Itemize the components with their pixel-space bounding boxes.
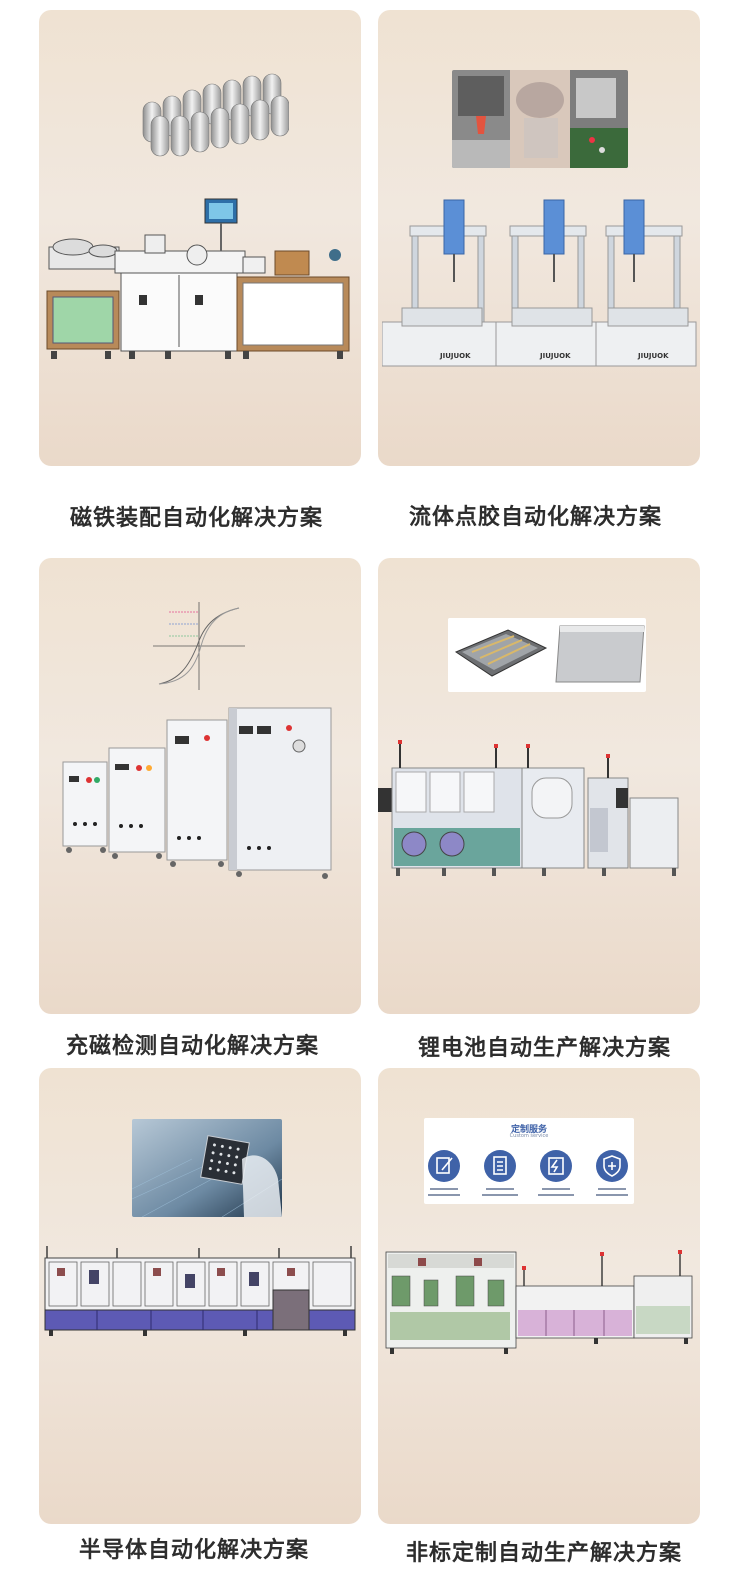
magnet-assembly-machine-image (45, 195, 351, 367)
service-title: 定制服务 (510, 1125, 547, 1135)
solution-card-custom-production[interactable]: 定制服务 Custom service (378, 1068, 700, 1524)
solution-title: 磁铁装配自动化解决方案 (70, 506, 324, 531)
solution-card-semiconductor[interactable] (39, 1068, 361, 1524)
battery-production-line-image (378, 738, 682, 888)
solution-title: 充磁检测自动化解决方案 (66, 1034, 320, 1059)
solution-card-lithium-battery[interactable] (378, 558, 700, 1014)
solution-card-fluid-dispensing[interactable]: JIUJUOK JIUJUOK JIUJUOK (378, 10, 700, 466)
hysteresis-curve-image (149, 596, 249, 696)
dispensing-closeup-photos (452, 70, 628, 168)
magnet-cylinders-image (139, 72, 289, 168)
solution-title: 流体点胶自动化解决方案 (409, 505, 663, 530)
solution-title: 锂电池自动生产解决方案 (418, 1036, 672, 1061)
dispensing-robot-image: JIUJUOK JIUJUOK JIUJUOK (382, 196, 700, 376)
service-subtitle: Custom service (509, 1133, 549, 1139)
brand-label: JIUJUOK (439, 352, 471, 360)
custom-service-panel: 定制服务 Custom service (424, 1118, 634, 1204)
solution-title: 非标定制自动生产解决方案 (406, 1541, 683, 1566)
brand-label: JIUJUOK (539, 352, 571, 360)
semiconductor-line-image (43, 1244, 357, 1344)
solution-card-magnet-assembly[interactable] (39, 10, 361, 466)
magnetizer-cabinets-image (59, 706, 335, 890)
brand-label: JIUJUOK (637, 352, 669, 360)
battery-pack-photos (448, 618, 646, 692)
chip-photo-image (132, 1119, 282, 1217)
solution-title: 半导体自动化解决方案 (79, 1538, 310, 1563)
custom-production-line-image (384, 1246, 696, 1356)
solution-card-magnetizing-test[interactable] (39, 558, 361, 1014)
